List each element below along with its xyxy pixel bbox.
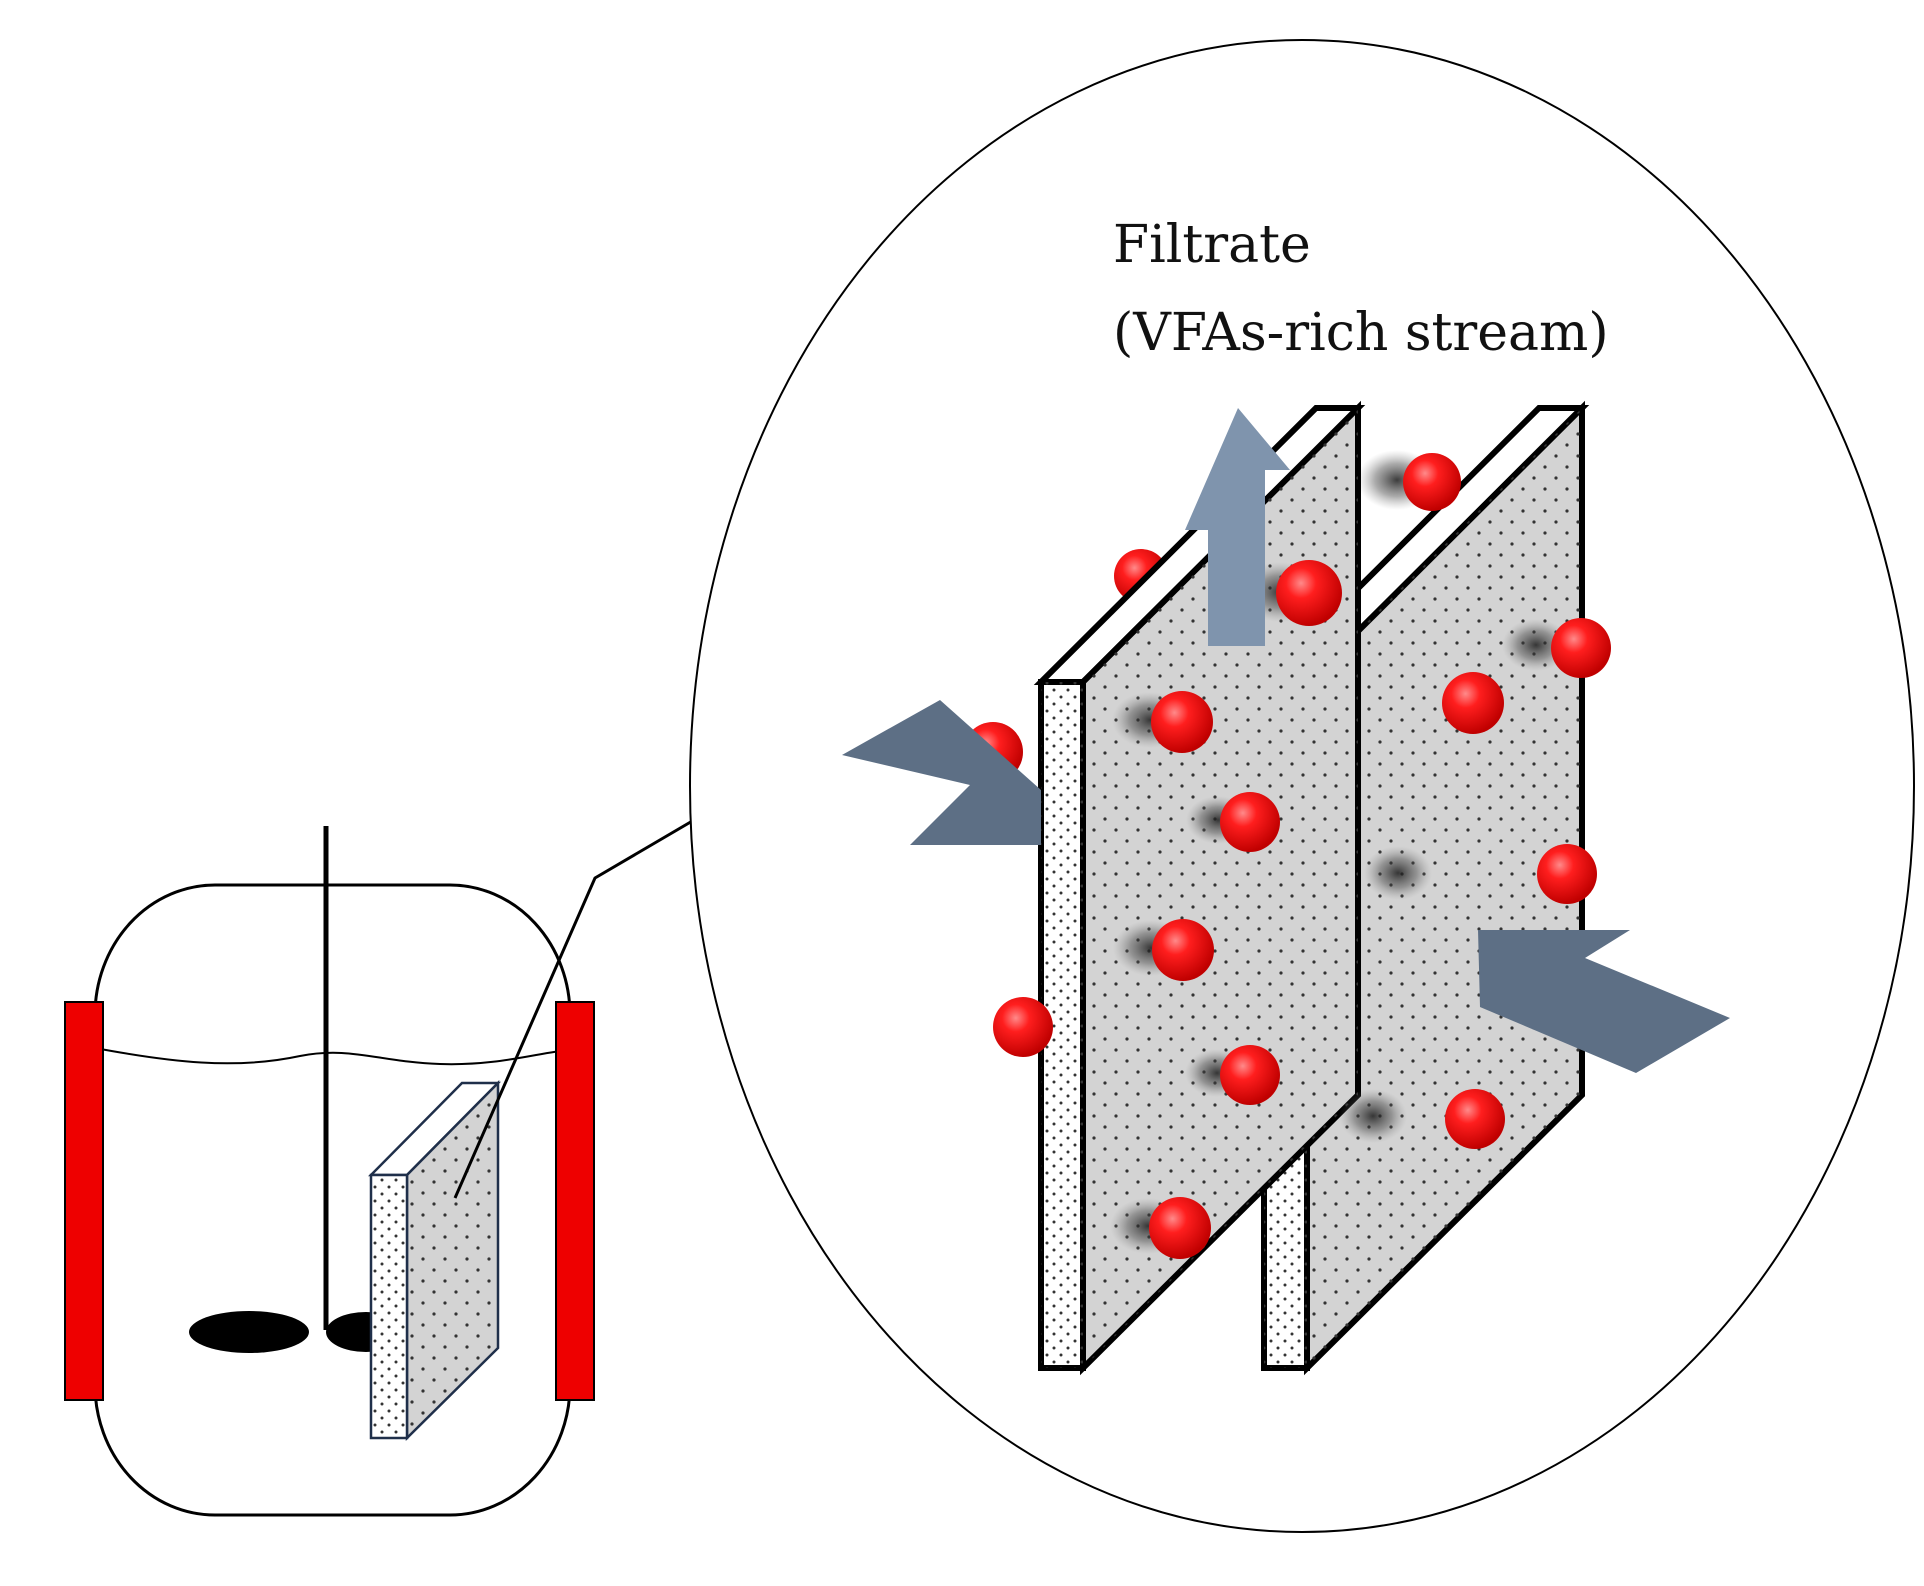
flow-arrows <box>842 408 1730 1073</box>
arrow-right-icon <box>842 700 1041 845</box>
zoom-connector-line <box>453 794 736 1199</box>
particle <box>1151 691 1213 753</box>
particle <box>1442 672 1504 734</box>
reactor <box>64 826 595 1517</box>
arrow-left-icon <box>1478 930 1730 1073</box>
particle <box>993 997 1053 1057</box>
particle <box>1220 792 1280 852</box>
heater-right <box>555 1001 595 1401</box>
heater-left <box>64 1001 104 1401</box>
particle <box>1537 844 1597 904</box>
arrow-up-icon <box>1185 408 1290 646</box>
impeller-blade-left <box>189 1311 309 1353</box>
particles-back <box>1114 450 1461 603</box>
filtrate-label-line2: (VFAs-rich stream) <box>1113 303 1609 363</box>
filtrate-label-line1: Filtrate <box>1113 215 1311 275</box>
particle <box>1445 1089 1505 1149</box>
filtrate-label: Filtrate (VFAs-rich stream) <box>1113 215 1609 363</box>
liquid-surface <box>94 1047 571 1066</box>
particle <box>1276 560 1342 626</box>
particle <box>1403 453 1461 511</box>
particle <box>1149 1197 1211 1259</box>
particle <box>1220 1045 1280 1105</box>
particle <box>1152 919 1214 981</box>
particle <box>1551 618 1611 678</box>
membrane-module-small <box>368 1079 501 1441</box>
